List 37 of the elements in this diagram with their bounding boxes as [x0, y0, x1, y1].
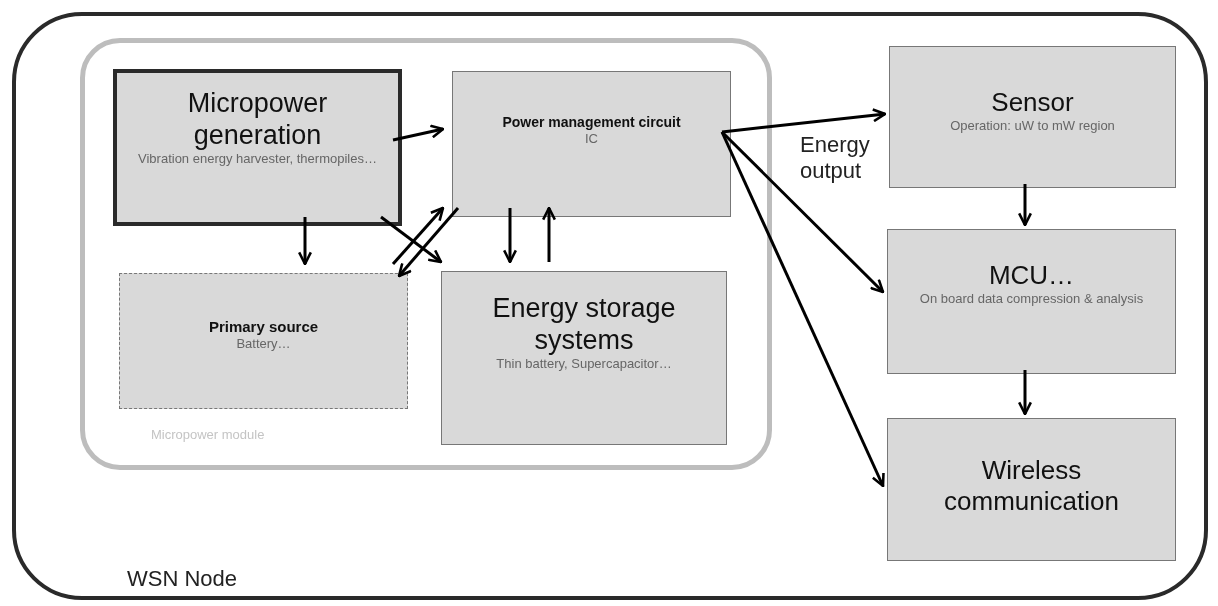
arrow: [1017, 370, 1033, 416]
box-subtitle: Battery…: [235, 336, 292, 352]
box-subtitle: Vibration energy harvester, thermopiles…: [137, 151, 378, 167]
arrow: [541, 206, 557, 262]
box-title: MCU…: [987, 260, 1076, 291]
process-box: [887, 229, 1176, 374]
process-box: [452, 71, 731, 217]
box-subtitle: Operation: uW to mW region: [949, 118, 1116, 134]
arrow: [392, 124, 445, 142]
arrow: [720, 130, 885, 294]
arrow: [1017, 184, 1033, 227]
box-subtitle: Thin battery, Supercapacitor…: [495, 356, 673, 372]
arrow: [721, 108, 887, 134]
container-label: WSN Node: [127, 566, 238, 592]
arrow: [391, 206, 445, 265]
arrow: [720, 131, 885, 488]
box-title: Energy storage systems: [491, 292, 677, 356]
arrow: [397, 207, 460, 278]
box-title: Wireless communication: [943, 455, 1120, 517]
module-label: Micropower module: [151, 427, 265, 442]
process-box: [441, 271, 727, 445]
process-box: [887, 418, 1176, 561]
box-title: Micropower generation: [186, 87, 329, 151]
flow-label: Energy output: [800, 132, 871, 184]
process-box: [889, 46, 1176, 188]
arrow: [297, 217, 313, 266]
arrow: [502, 208, 518, 264]
process-box: [119, 273, 408, 409]
box-title: Power management circuit: [501, 114, 682, 131]
box-title: Primary source: [207, 318, 320, 336]
box-subtitle: IC: [584, 131, 599, 147]
module-frame: [80, 38, 772, 470]
container-frame: [12, 12, 1208, 600]
arrow: [380, 215, 443, 264]
process-box: [113, 69, 402, 226]
box-title: Sensor: [990, 87, 1075, 118]
box-subtitle: On board data compression & analysis: [918, 291, 1145, 307]
